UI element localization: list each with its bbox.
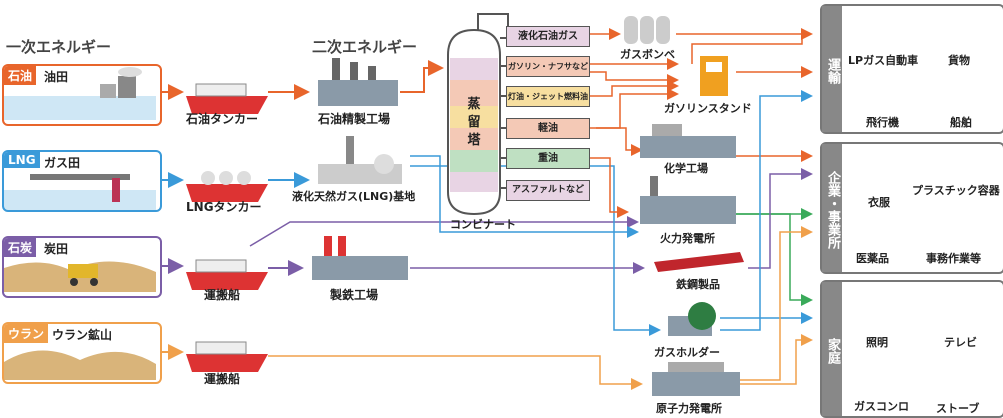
gas-holder-icon (668, 302, 716, 336)
source-lng: LNG ガス田 (2, 150, 162, 212)
fraction-lpg: 液化石油ガス (506, 26, 590, 47)
home-panel: 家庭 (820, 280, 1003, 418)
lng-tag: LNG (4, 152, 40, 168)
tower-label: 蒸留塔 (467, 97, 481, 148)
chemical-plant-label: 化学工場 (664, 162, 708, 175)
gas-holder-label: ガスホルダー (654, 346, 720, 359)
gas-station-label: ガソリンスタンド (664, 102, 752, 115)
lng-base-label: 液化天然ガス(LNG)基地 (292, 190, 416, 203)
refinery-icon (318, 58, 398, 106)
steel-plant-label: 製鉄工場 (330, 288, 379, 302)
fraction-asphalt: アスファルトなど (506, 180, 590, 201)
business-panel: 企業・事業所 (820, 142, 1003, 274)
thermal-plant-label: 火力発電所 (660, 232, 715, 245)
nuclear-plant-label: 原子力発電所 (656, 402, 722, 415)
gas-cylinders-icon (624, 16, 670, 44)
secondary-energy-header: 二次エネルギー (312, 38, 418, 56)
airplane-label: 飛行機 (866, 116, 899, 129)
coal-field-label: 炭田 (44, 242, 69, 256)
office-work-label: 事務作業等 (926, 252, 981, 265)
primary-energy-header: 一次エネルギー (6, 38, 112, 56)
fraction-diesel: 軽油 (506, 118, 590, 139)
fraction-heavy-oil: 重油 (506, 148, 590, 169)
lp-gas-car-label: LPガス自動車 (848, 54, 919, 67)
lng-tanker-icon (186, 171, 268, 202)
oil-tanker-label: 石油タンカー (186, 112, 259, 126)
chemical-plant-icon (640, 124, 736, 158)
gas-pump-icon (700, 56, 728, 96)
steel-product-icon (654, 252, 744, 272)
gas-field-label: ガス田 (44, 156, 81, 170)
home-title: 家庭 (822, 282, 842, 416)
uranium-tag: ウラン (4, 324, 49, 343)
steel-plant-icon (312, 236, 408, 280)
uranium-mine-label: ウラン鉱山 (52, 328, 113, 342)
steel-products-label: 鉄鋼製品 (676, 278, 720, 291)
ship-label: 船舶 (950, 116, 972, 129)
tv-label: テレビ (944, 336, 977, 349)
gas-stove-label: ガスコンロ (854, 400, 909, 413)
coal-field-icon (4, 261, 156, 292)
source-coal: 石炭 炭田 (2, 236, 162, 298)
freight-label: 貨物 (948, 54, 970, 67)
gas-cylinders-label: ガスボンベ (620, 48, 675, 61)
lng-base-icon (318, 136, 402, 184)
fraction-kerosene: 灯油・ジェット燃料油 (506, 86, 590, 107)
coal-tag: 石炭 (4, 238, 37, 257)
coal-ship-label: 運搬船 (204, 288, 241, 302)
oil-field-label: 油田 (44, 70, 69, 84)
plastic-container-label: プラスチック容器 (912, 184, 1000, 197)
complex-label: コンビナート (450, 218, 516, 231)
oil-tag: 石油 (4, 66, 37, 85)
oil-field-icon (4, 67, 156, 120)
uranium-mine-icon (4, 350, 156, 380)
lighting-label: 照明 (866, 336, 888, 349)
medicine-label: 医薬品 (856, 252, 889, 265)
heater-label: ストーブ (936, 402, 980, 415)
business-title: 企業・事業所 (822, 144, 842, 272)
lng-tanker-label: LNGタンカー (186, 200, 262, 214)
source-oil: 石油 油田 (2, 64, 162, 126)
refinery-label: 石油精製工場 (318, 112, 391, 126)
transport-panel: 運輸 (820, 4, 1003, 134)
gas-field-icon (4, 174, 156, 210)
transport-title: 運輸 (822, 6, 842, 132)
oil-tanker-icon (186, 83, 268, 114)
clothes-label: 衣服 (868, 196, 890, 209)
coal-ship-icon (186, 259, 268, 290)
thermal-plant-icon (640, 176, 736, 224)
uranium-ship-label: 運搬船 (204, 372, 241, 386)
fraction-gasoline: ガソリン・ナフサなど (506, 56, 590, 77)
nuclear-plant-icon (652, 362, 740, 396)
uranium-ship-icon (186, 341, 268, 372)
source-uranium: ウラン ウラン鉱山 (2, 322, 162, 384)
